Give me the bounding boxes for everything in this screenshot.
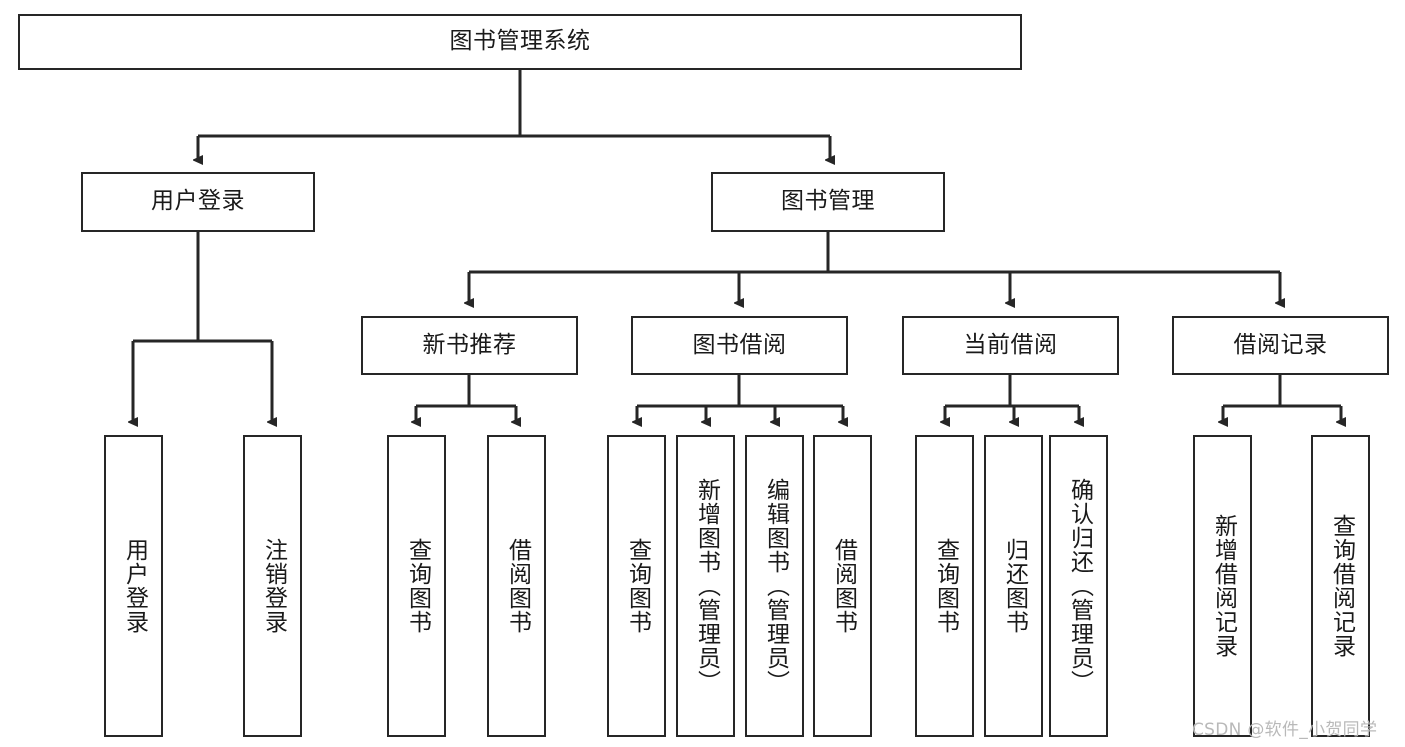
node-label: 新增图书（管理员） [693,478,720,694]
leaf-new-book-borrow-book[interactable]: 借阅图书 [487,435,546,737]
node-label: 当前借阅 [963,331,1058,358]
leaf-user-login-signout[interactable]: 注销登录 [243,435,302,737]
leaf-current-return-book[interactable]: 归还图书 [984,435,1043,737]
node-book-management[interactable]: 图书管理 [711,172,945,232]
leaf-borrow-add-book-admin[interactable]: 新增图书（管理员） [676,435,735,737]
leaf-borrow-borrow-book[interactable]: 借阅图书 [813,435,872,737]
node-label: 借阅图书 [830,538,857,634]
node-label: 新增借阅记录 [1210,514,1237,658]
node-label: 编辑图书（管理员） [762,478,789,694]
node-label: 注销登录 [260,538,287,634]
node-root-book-management-system[interactable]: 图书管理系统 [18,14,1022,70]
node-label: 借阅记录 [1233,331,1328,358]
node-label: 查询图书 [404,538,431,634]
node-book-borrow[interactable]: 图书借阅 [631,316,848,375]
node-label: 用户登录 [121,538,148,634]
node-label: 查询图书 [932,538,959,634]
node-label: 查询借阅记录 [1328,514,1355,658]
leaf-user-login-signin[interactable]: 用户登录 [104,435,163,737]
leaf-borrow-edit-book-admin[interactable]: 编辑图书（管理员） [745,435,804,737]
leaf-borrow-query-book[interactable]: 查询图书 [607,435,666,737]
leaf-current-query-book[interactable]: 查询图书 [915,435,974,737]
node-user-login[interactable]: 用户登录 [81,172,315,232]
node-label: 新书推荐 [422,331,517,358]
node-label: 图书管理 [781,188,875,215]
node-current-borrow[interactable]: 当前借阅 [902,316,1119,375]
node-label: 图书借阅 [692,331,787,358]
leaf-new-book-query-book[interactable]: 查询图书 [387,435,446,737]
node-label: 用户登录 [151,188,245,215]
leaf-record-query-record[interactable]: 查询借阅记录 [1311,435,1370,737]
leaf-current-confirm-return-admin[interactable]: 确认归还（管理员） [1049,435,1108,737]
node-borrow-record[interactable]: 借阅记录 [1172,316,1389,375]
leaf-record-add-record[interactable]: 新增借阅记录 [1193,435,1252,737]
node-label: 图书管理系统 [449,28,591,55]
node-new-book-recommend[interactable]: 新书推荐 [361,316,578,375]
watermark-text: CSDN @软件_小贺同学 [1192,720,1378,740]
node-label: 归还图书 [1001,538,1028,634]
node-label: 查询图书 [624,538,651,634]
node-label: 借阅图书 [504,538,531,634]
node-label: 确认归还（管理员） [1066,478,1093,694]
